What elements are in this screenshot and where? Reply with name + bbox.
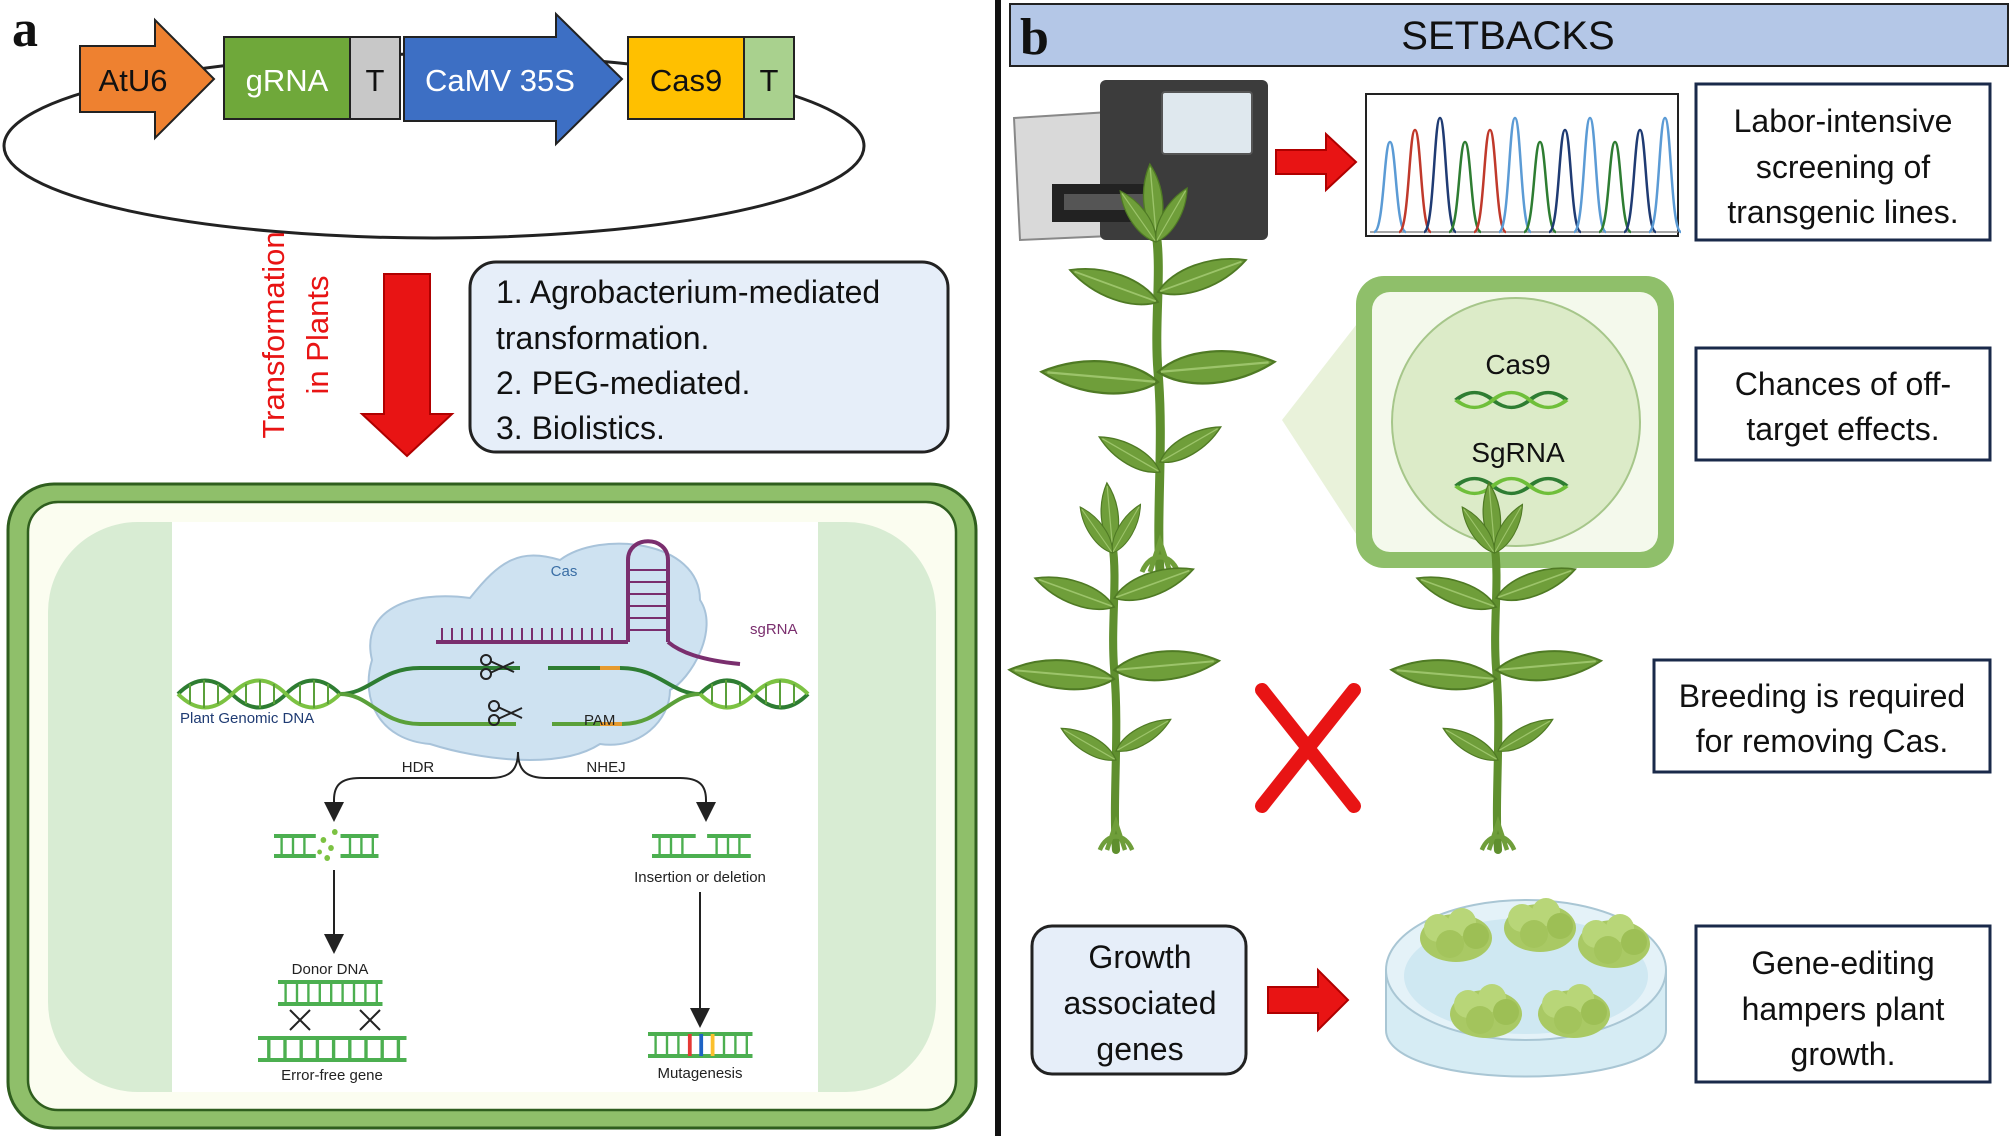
mutagenesis-label: Mutagenesis <box>657 1065 742 1082</box>
setback-3-line2: for removing Cas. <box>1696 723 1949 759</box>
cas9-block <box>627 36 745 120</box>
genomic-dna-label: Plant Genomic DNA <box>180 710 314 727</box>
genomic-dna-right <box>698 678 810 710</box>
setback-3-box <box>1652 658 1992 774</box>
transformation-label-line1: Transformation <box>256 231 291 438</box>
setback-4-line1: Gene-editing <box>1751 945 1934 981</box>
cross-icon <box>1255 683 1361 813</box>
setback-3-line1: Breeding is required <box>1679 678 1965 714</box>
error-free-label: Error-free gene <box>281 1067 383 1084</box>
chromatogram-peak <box>1622 128 1658 234</box>
sgrna-structure <box>436 539 741 666</box>
method-1: 1. Agrobacterium-mediated <box>496 274 880 310</box>
setback-1-line3: transgenic lines. <box>1727 194 1958 230</box>
dna-top-strand <box>339 666 520 696</box>
scissors-icon <box>480 654 515 680</box>
method-3: 3. Biolistics. <box>496 410 665 446</box>
parent-plant-icon <box>1008 482 1220 850</box>
pam-label: PAM <box>584 712 615 729</box>
petri-dish-icon <box>1385 898 1667 1078</box>
setback-2-line2: target effects. <box>1746 411 1939 447</box>
terminator-2-block <box>743 36 795 120</box>
growth-genes-line1: Growth <box>1088 939 1191 975</box>
hdr-label: HDR <box>402 759 435 776</box>
atu6-promoter-arrow <box>79 17 216 141</box>
genomic-dna-left <box>176 678 342 710</box>
transformation-label-line2: in Plants <box>300 276 335 395</box>
zoom-cone <box>1282 320 1360 540</box>
terminator-1-label: T <box>366 63 385 98</box>
setback-2-line1: Chances of off- <box>1735 366 1951 402</box>
red-arrow-1 <box>1275 131 1358 193</box>
setback-1-line1: Labor-intensive <box>1734 103 1953 139</box>
scissors-icon <box>488 700 523 726</box>
chromatogram-peak <box>1422 116 1458 234</box>
dna-bottom-strand <box>339 692 516 726</box>
sequencer-machine-icon <box>1012 80 1268 242</box>
chromatogram-icon <box>1365 93 1683 237</box>
chromatogram-peak <box>1397 128 1433 234</box>
setback-4-line2: hampers plant <box>1742 991 1945 1027</box>
setback-4-box <box>1694 924 1992 1084</box>
cas9-zoom-label: Cas9 <box>1485 349 1550 380</box>
donor-dna-label: Donor DNA <box>292 961 369 978</box>
hdr-broken-dna <box>274 829 379 861</box>
growth-genes-line2: associated <box>1064 985 1217 1021</box>
panel-a-label: a <box>12 1 38 58</box>
cas9-gene-label: Cas9 <box>650 63 722 98</box>
method-1-cont: transformation. <box>496 320 709 356</box>
chromatogram-peak <box>1372 140 1408 234</box>
setbacks-header <box>1009 3 2009 67</box>
camv35s-label: CaMV 35S <box>425 63 575 98</box>
setback-1-line2: screening of <box>1756 149 1930 185</box>
nhej-branch-arrow <box>517 751 716 822</box>
chromatogram-peak <box>1572 116 1608 234</box>
cell-nucleus <box>1391 297 1641 547</box>
chromatogram-peak <box>1447 140 1483 234</box>
setback-2-box <box>1694 346 1992 462</box>
dna-bottom-strand-join <box>621 692 701 726</box>
red-arrow-2 <box>1267 967 1350 1033</box>
chromatogram-peak <box>1547 128 1583 234</box>
grna-label: gRNA <box>246 63 329 98</box>
nhej-label: NHEJ <box>586 759 625 776</box>
atu6-label: AtU6 <box>99 63 168 98</box>
chromatogram-peak <box>1472 128 1508 234</box>
chromatogram-peak <box>1647 116 1683 234</box>
transformation-label: Transformation in Plants <box>256 231 335 438</box>
cas-protein-blob <box>367 542 708 761</box>
method-2: 2. PEG-mediated. <box>496 365 750 401</box>
chromatogram-peak <box>1497 116 1533 234</box>
terminator-1-block <box>349 36 401 120</box>
methods-box <box>468 260 950 454</box>
setback-4-line3: growth. <box>1791 1036 1896 1072</box>
nhej-broken-dna <box>652 834 751 858</box>
crossover-marks <box>289 1009 381 1031</box>
sgrna-label: sgRNA <box>750 621 798 638</box>
terminator-2-label: T <box>760 63 779 98</box>
growth-genes-box <box>1030 924 1248 1076</box>
growth-genes-line3: genes <box>1096 1031 1183 1067</box>
panel-b-label: b <box>1020 9 1049 66</box>
chromatogram-peak <box>1597 140 1633 234</box>
hdr-branch-arrow <box>324 751 519 822</box>
transformation-arrow <box>359 273 455 458</box>
mutated-dna <box>646 1032 755 1058</box>
grna-block <box>223 36 351 120</box>
setback-1-box <box>1694 82 1992 242</box>
cas-label: Cas <box>551 563 578 580</box>
sgrna-zoom-label: SgRNA <box>1471 437 1565 468</box>
plasmid-map: AtU6 gRNA T CaMV 35S Cas9 T <box>79 11 795 147</box>
setbacks-title: SETBACKS <box>1401 14 1614 58</box>
chromatogram-peak <box>1522 140 1558 234</box>
indel-label: Insertion or deletion <box>634 869 766 886</box>
camv35s-promoter-arrow <box>403 11 624 147</box>
